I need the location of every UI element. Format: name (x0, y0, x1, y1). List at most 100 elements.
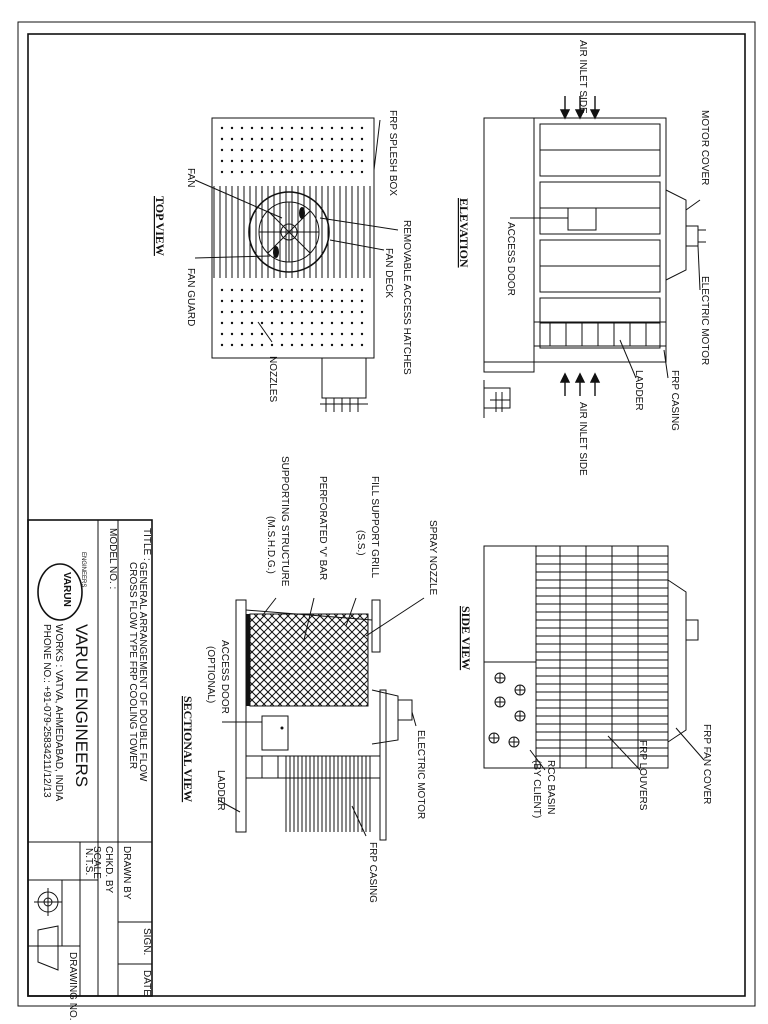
nozzle-dot (350, 288, 354, 292)
nozzle-dot (350, 299, 354, 303)
sign-header: SIGN. (141, 928, 152, 955)
nozzle-dot (280, 148, 284, 152)
nozzle-dot (260, 299, 264, 303)
label-air-inlet-top: AIR INLET SIDE (577, 40, 588, 114)
hatch-line (249, 617, 339, 707)
title-label: TITLE : (141, 528, 152, 561)
elevation-view: ELEVATION AIR INLET SIDE MOTOR COVER ACC… (457, 40, 710, 476)
hatch-line (301, 613, 369, 681)
label-frp-louvers: FRP LOUVERS (637, 740, 648, 811)
hatch-line (277, 613, 369, 705)
nozzle-dot (230, 170, 234, 174)
nozzle-dot (240, 332, 244, 336)
hatch-line (285, 613, 369, 697)
company-logo: VARUN ENGINEERS (37, 552, 86, 621)
hatch-line (277, 615, 369, 707)
nozzle-dot (230, 126, 234, 130)
air-inlet-arrows-top (559, 96, 601, 120)
nozzle-dot (350, 126, 354, 130)
hatch-line (349, 687, 369, 707)
hatch-line (357, 695, 369, 707)
nozzle-dot (240, 299, 244, 303)
hatch-line (365, 613, 369, 617)
nozzle-dot (310, 159, 314, 163)
hatch-line (249, 613, 291, 655)
nozzle-dot (220, 299, 224, 303)
nozzle-dot (330, 343, 334, 347)
elevation-title: ELEVATION (457, 198, 471, 268)
nozzle-dot (320, 288, 324, 292)
nozzle-dot (270, 288, 274, 292)
nozzle-dot (330, 299, 334, 303)
nozzle-dot (220, 343, 224, 347)
fill-media-hatch (249, 613, 369, 707)
nozzle-dot (330, 137, 334, 141)
nozzle-dot (240, 126, 244, 130)
label-frp-splash-box: FRP SPLESH BOX (387, 110, 398, 196)
fan-guard-ring (248, 191, 330, 273)
title-line-2: CROSS FLOW TYPE FRP COOLING TOWER (127, 562, 138, 769)
nozzle-dot (290, 288, 294, 292)
nozzle-dot (220, 148, 224, 152)
nozzle-dot (270, 332, 274, 336)
hatch-line (349, 613, 369, 633)
hatch-line (309, 613, 369, 673)
nozzle-dot (360, 288, 364, 292)
nozzle-dot (300, 332, 304, 336)
nozzle-dot (330, 126, 334, 130)
nozzle-dot (300, 148, 304, 152)
nozzle-dot (350, 159, 354, 163)
nozzle-dot (240, 343, 244, 347)
nozzle-dot (300, 343, 304, 347)
hatch-line (309, 647, 369, 707)
hatch-line (249, 681, 275, 707)
nozzle-dot (230, 299, 234, 303)
hatch-line (249, 625, 331, 707)
nozzle-dot (350, 310, 354, 314)
nozzle-dot (360, 148, 364, 152)
nozzle-dot (220, 126, 224, 130)
label-ladder-sectional: LADDER (215, 770, 226, 811)
nozzle-dot (230, 321, 234, 325)
hatch-line (249, 665, 291, 707)
nozzle-dot (220, 159, 224, 163)
label-fan: FAN (185, 168, 196, 187)
label-rcc-basin: RCC BASIN (545, 760, 556, 814)
projection-symbol (34, 888, 62, 971)
nozzle-dot (230, 310, 234, 314)
nozzle-dot (330, 170, 334, 174)
nozzle-dot (310, 343, 314, 347)
hatch-line (249, 697, 259, 707)
nozzle-dot (280, 170, 284, 174)
nozzle-dot (300, 170, 304, 174)
outer-border (17, 21, 756, 1007)
nozzle-dot (340, 299, 344, 303)
company-name: VARUN ENGINEERS (72, 624, 91, 787)
hatch-line (249, 613, 307, 671)
nozzle-dot (310, 321, 314, 325)
nozzle-dot (340, 332, 344, 336)
nozzle-dot (280, 159, 284, 163)
label-spray-nozzle: SPRAY NOZZLE (427, 520, 438, 596)
nozzle-dot (270, 343, 274, 347)
nozzle-dot (240, 170, 244, 174)
hatch-line (333, 671, 369, 707)
nozzle-dot (270, 170, 274, 174)
hatch-line (301, 639, 369, 707)
hatch-line (269, 613, 363, 707)
label-fan-deck: FAN DECK (383, 248, 394, 298)
nozzle-dot (280, 299, 284, 303)
nozzle-dot (230, 288, 234, 292)
nozzle-dot (290, 148, 294, 152)
hatch-line (357, 613, 369, 625)
nozzle-dot (300, 137, 304, 141)
nozzle-dot (320, 148, 324, 152)
nozzle-dot (300, 299, 304, 303)
nozzle-dot (270, 126, 274, 130)
nozzle-dot (280, 310, 284, 314)
nozzle-dot (280, 288, 284, 292)
nozzle-dot (230, 159, 234, 163)
nozzle-dot (250, 159, 254, 163)
hatch-line (249, 613, 283, 647)
